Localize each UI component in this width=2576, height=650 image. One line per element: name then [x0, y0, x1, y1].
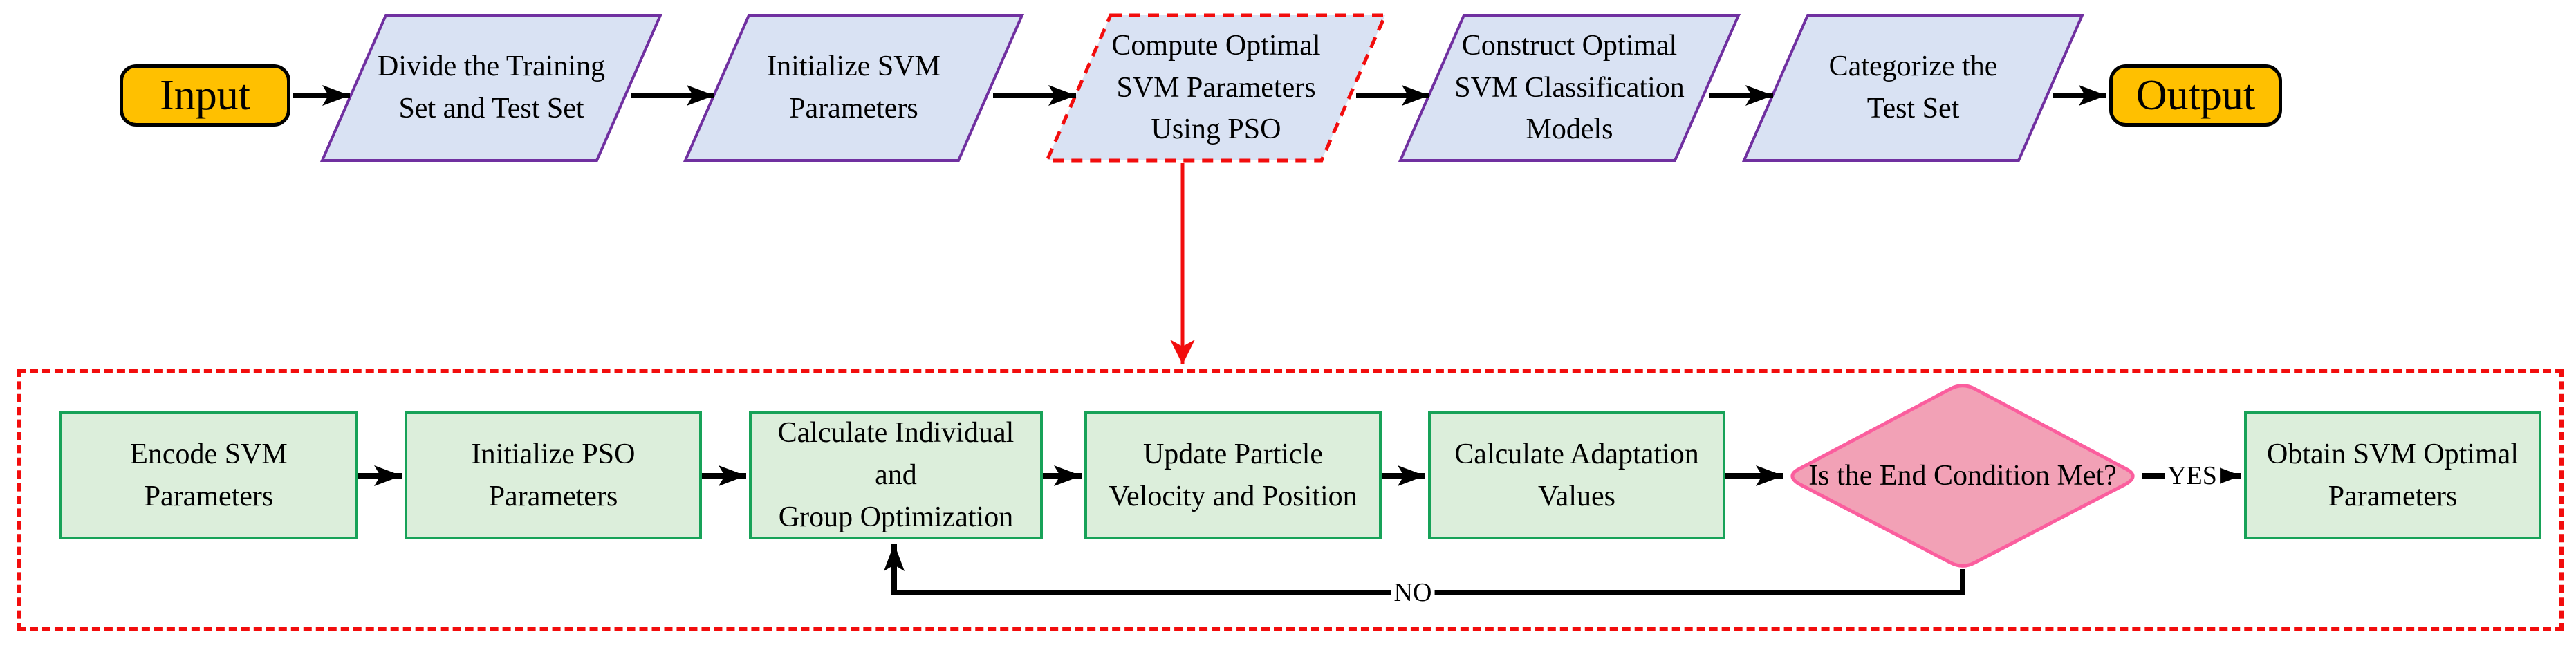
node-construct-models-shape: [1398, 14, 1741, 162]
label-line: Parameters: [488, 480, 618, 512]
label-line: Encode SVM: [130, 438, 288, 470]
node-calculate-optimization: Calculate Individual and Group Optimizat…: [749, 411, 1043, 539]
label-line: Calculate Adaptation: [1454, 438, 1699, 470]
label-line: Compute Optimal: [1111, 29, 1321, 62]
node-calculate-adaptation: Calculate Adaptation Values: [1428, 411, 1725, 539]
node-divide-train-test: Divide the Training Set and Test Set: [322, 15, 660, 160]
label-line: Categorize the: [1828, 50, 1998, 83]
node-categorize-test: Categorize the Test Set: [1744, 15, 2082, 160]
node-label: Obtain SVM Optimal Parameters: [2267, 434, 2519, 518]
label-line: SVM Classification: [1454, 71, 1685, 104]
node-label: Encode SVM Parameters: [130, 434, 287, 518]
label-line: Parameters: [2328, 480, 2458, 512]
node-output: Output: [2109, 64, 2282, 127]
label-line: Values: [1538, 480, 1615, 512]
label-line: Using PSO: [1151, 113, 1281, 146]
label-line: Update Particle: [1142, 438, 1324, 470]
label-line: and: [875, 459, 917, 492]
pso-subprocess-container: [17, 369, 2564, 631]
label-line: Divide the Training: [377, 50, 605, 83]
label-line: Obtain SVM Optimal: [2267, 438, 2519, 470]
node-output-label: Output: [2135, 72, 2256, 119]
node-label: Calculate Individual and Group Optimizat…: [778, 412, 1014, 539]
decision-label: Is the End Condition Met?: [1808, 459, 2117, 492]
node-obtain-optimal: Obtain SVM Optimal Parameters: [2244, 411, 2541, 539]
label-line: Set and Test Set: [398, 93, 584, 124]
node-construct-models: Construct Optimal SVM Classification Mod…: [1400, 15, 1739, 160]
node-initialize-svm-shape: [683, 14, 1025, 162]
node-label: Divide the Training Set and Test Set: [378, 46, 605, 130]
node-initialize-svm: Initialize SVM Parameters: [685, 15, 1022, 160]
node-initialize-pso: Initialize PSO Parameters: [405, 411, 702, 539]
label-line: Calculate Individual: [777, 417, 1014, 449]
node-update-particle: Update Particle Velocity and Position: [1084, 411, 1382, 539]
node-compute-optimal-pso: Compute Optimal SVM Parameters Using PSO: [1047, 15, 1385, 160]
label-line: Initialize SVM: [767, 50, 940, 83]
decision-diamond-shape: [1790, 384, 2135, 568]
label-line: Velocity and Position: [1109, 480, 1358, 512]
node-label: Initialize PSO Parameters: [472, 434, 636, 518]
node-divide-train-test-shape: [319, 14, 663, 162]
node-label: Construct Optimal SVM Classification Mod…: [1454, 25, 1685, 151]
label-line: Test Set: [1866, 93, 1960, 124]
node-label: Compute Optimal SVM Parameters Using PSO: [1111, 25, 1320, 151]
label-line: Parameters: [144, 480, 274, 512]
edge-label-yes: YES: [2165, 463, 2220, 489]
label-line: Models: [1526, 113, 1613, 146]
edge-label-no: NO: [1391, 579, 1435, 606]
label-line: Initialize PSO: [471, 438, 636, 470]
node-label: Update Particle Velocity and Position: [1109, 434, 1357, 518]
node-compute-optimal-pso-shape: [1044, 13, 1388, 162]
node-categorize-test-shape: [1741, 14, 2085, 162]
node-label: Initialize SVM Parameters: [767, 46, 940, 130]
node-label: Categorize the Test Set: [1829, 46, 1998, 130]
label-line: Parameters: [789, 93, 918, 124]
node-decision: Is the End Condition Met?: [1790, 382, 2135, 569]
node-label: Calculate Adaptation Values: [1454, 434, 1698, 518]
label-line: Group Optimization: [778, 501, 1014, 533]
node-input: Input: [120, 64, 290, 127]
node-input-label: Input: [160, 72, 250, 119]
label-line: SVM Parameters: [1116, 71, 1316, 104]
label-line: Construct Optimal: [1461, 29, 1678, 62]
node-encode-svm: Encode SVM Parameters: [59, 411, 358, 539]
